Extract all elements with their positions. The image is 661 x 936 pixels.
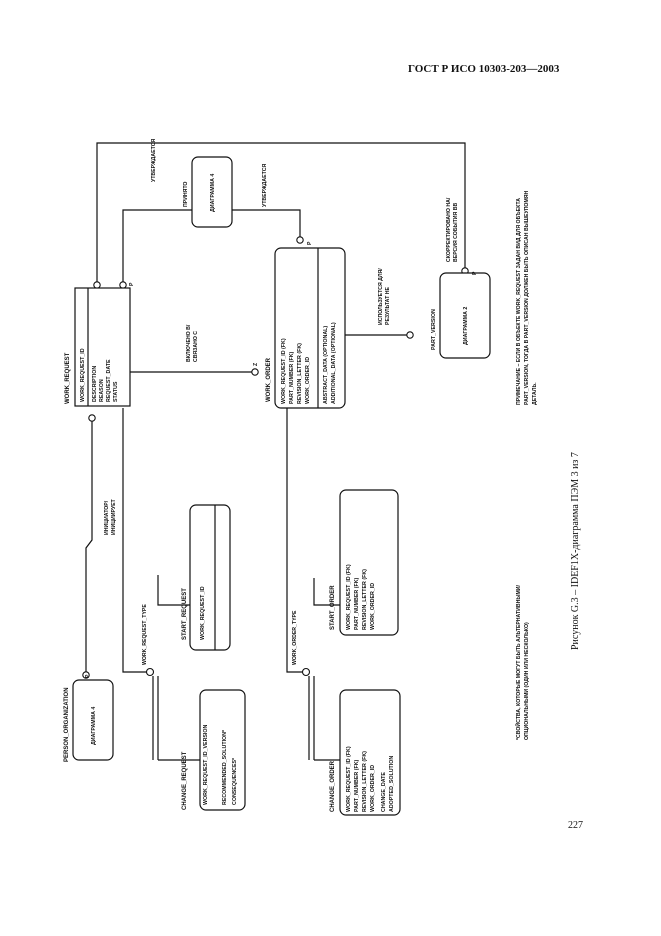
page-header: ГОСТ Р ИСО 10303-203—2003 xyxy=(408,63,560,75)
note-right-line: ПРИМЕЧАНИЕ – ЕСЛИ В ОБЪЕКТЕ WORK_REQUEST… xyxy=(516,198,522,405)
cardinality-p: P xyxy=(129,282,135,286)
dot-wr-bottom xyxy=(88,414,96,422)
start-request-key: WORK_REQUEST_ID xyxy=(200,586,206,640)
work-order-key: WORK_ORDER_ID xyxy=(305,357,311,404)
change-request-attr: RECOMMENDED_SOLUTION* xyxy=(222,729,228,805)
person-org-box xyxy=(72,679,114,761)
dot-wo-left xyxy=(251,368,259,376)
figure-caption: Рисунок G.3 – IDEF1X-диаграмма ПЭМ 3 из … xyxy=(570,452,581,650)
work-order-attr: ADDITIONAL_DATA (OPTIONAL) xyxy=(331,322,337,404)
dot-wr-top2 xyxy=(119,281,127,289)
line-wr-to-diagram4 xyxy=(122,209,192,285)
work-request-title: WORK_REQUEST xyxy=(65,352,71,404)
rel-included-in-2: СВЯЗАНО С xyxy=(193,331,199,362)
start-order-key: WORK_ORDER_ID xyxy=(370,583,376,630)
relationship-lines xyxy=(85,142,466,761)
rel-adopted: ПРИНЯТО xyxy=(183,182,189,207)
cardinality-z: Z xyxy=(253,362,259,366)
work-request-attr: REASON xyxy=(99,379,105,402)
work-order-key: WORK_REQUEST_ID (FK) xyxy=(281,338,287,404)
start-order-key: PART_NUMBER (FK) xyxy=(354,577,360,630)
work-request-key: WORK_REQUEST_ID xyxy=(80,348,86,402)
change-order-key: REVISION_LETTER (FK) xyxy=(362,751,368,812)
line-diagram4-to-wo xyxy=(232,209,301,237)
change-order-key: PART_NUMBER (FK) xyxy=(354,759,360,812)
work-request-attr: DESCRIPTION xyxy=(92,366,98,402)
change-request-key: WORK_REQUEST_ID_VERSION xyxy=(203,724,209,805)
diagram4-top-box xyxy=(191,156,233,228)
line-wr-to-person xyxy=(85,418,93,672)
dot-wr-subtype xyxy=(145,667,155,677)
rel-corrected-to: СКОРРЕКТИРОВАНО НА/ xyxy=(446,197,452,262)
rel-work-request-type: WORK_REQUEST_TYPE xyxy=(142,604,148,665)
change-request-title: CHANGE_REQUEST xyxy=(182,751,188,810)
start-order-key: WORK_REQUEST_ID (FK) xyxy=(346,564,352,630)
rel-included-in: ВКЛЮЧЕНО В/ xyxy=(186,324,192,362)
rel-initiated-by-2: ИНИЦИИРУЕТ xyxy=(111,498,117,535)
change-order-box xyxy=(339,689,401,816)
work-request-attr: STATUS xyxy=(113,381,119,402)
cardinality-p: P xyxy=(85,674,91,678)
work-request-attr: REQUEST_DATE xyxy=(106,359,112,402)
start-request-box xyxy=(189,504,231,651)
dot-wr-top xyxy=(93,281,101,289)
cardinality-p: P xyxy=(307,241,313,245)
work-order-attr: ABSTRACT_DATA (OPTIONAL) xyxy=(323,326,329,404)
start-order-title: START_ORDER xyxy=(330,585,336,630)
rel-corrected-to-2: ВЕРСИЯ СОБЫТИЯ ВВ xyxy=(453,203,459,262)
line-to-start-request xyxy=(157,575,190,606)
part-version-title: PART_VERSION xyxy=(431,309,437,350)
dot-wo-top xyxy=(296,236,304,244)
relationship-labels: УТВЕРЖДАЕТСЯ ПРИНЯТО УТВЕРЖДАЕТСЯ ВКЛЮЧЕ… xyxy=(85,139,478,678)
rel-used-for-2: РЕЗУЛЬТАТ НЕ xyxy=(385,286,391,325)
change-request-box xyxy=(199,689,246,811)
note-left-line: ОПЦИОНАЛЬНЫМИ (ОДИН ИЛИ НЕСКОЛЬКО) xyxy=(524,622,530,740)
notes: ПРИМЕЧАНИЕ – ЕСЛИ В ОБЪЕКТЕ WORK_REQUEST… xyxy=(514,190,538,740)
line-wr-subtype xyxy=(122,408,147,673)
rel-used-for: ИСПОЛЬЗУЕТСЯ ДЛЯ/ xyxy=(378,268,384,325)
start-request-title: START_REQUEST xyxy=(182,588,188,640)
page-number: 227 xyxy=(568,820,583,831)
start-order-box xyxy=(339,489,399,636)
work-order-title: WORK_ORDER xyxy=(266,357,272,402)
rel-initiated-by: ИНИЦИАТОР/ xyxy=(104,500,110,535)
rel-approved-1: УТВЕРЖДАЕТСЯ xyxy=(151,139,157,182)
person-org-label: ДИАГРАММА 4 xyxy=(91,707,97,745)
diagram4-top-label: ДИАГРАММА 4 xyxy=(210,174,216,212)
dot-person xyxy=(82,671,90,679)
change-order-attr: ADOPTED_SOLUTION xyxy=(389,756,395,812)
rel-work-order-type: WORK_ORDER_TYPE xyxy=(292,610,298,665)
work-order-key: PART_NUMBER (FK) xyxy=(289,351,295,404)
note-right-line: PART_VERSION, ТОГДА В PART_VERSION ДОЛЖЕ… xyxy=(524,190,530,405)
entity-work-order-box xyxy=(274,247,346,409)
change-request-attr: CONSEQUENCES* xyxy=(232,757,238,805)
cardinality-p: P xyxy=(472,271,478,275)
entity-work-request-box xyxy=(74,287,131,407)
entity-texts: WORK_REQUEST WORK_REQUEST_ID DESCRIPTION… xyxy=(64,174,469,812)
change-order-key: WORK_REQUEST_ID (FK) xyxy=(346,746,352,812)
entity-boxes xyxy=(72,156,491,816)
rel-approved-2: УТВЕРЖДАЕТСЯ xyxy=(262,164,268,207)
part-version-label: ДИАГРАММА 2 xyxy=(463,307,469,345)
line-to-start-order xyxy=(313,578,340,606)
dot-wo-subtype xyxy=(301,667,311,677)
line-wr-to-partversion xyxy=(96,142,466,285)
start-order-key: REVISION_LETTER (FK) xyxy=(362,569,368,630)
dot-wo-right xyxy=(406,331,414,339)
line-wo-subtype xyxy=(286,408,303,673)
change-order-key: WORK_ORDER_ID xyxy=(370,765,376,812)
note-left-line: *СВОЙСТВА, КОТОРЫЕ МОГУТ БЫТЬ АЛЬТЕРНАТИ… xyxy=(514,584,522,740)
change-order-attr: CHANGE_DATE xyxy=(381,772,387,812)
note-right-line: ДЕТАЛЬ. xyxy=(532,382,538,405)
part-version-box xyxy=(439,272,491,359)
work-order-key: REVISION_LETTER (FK) xyxy=(297,343,303,404)
change-order-title: CHANGE_ORDER xyxy=(330,760,336,812)
person-org-title: PERSON_ORGANIZATION xyxy=(64,687,70,762)
